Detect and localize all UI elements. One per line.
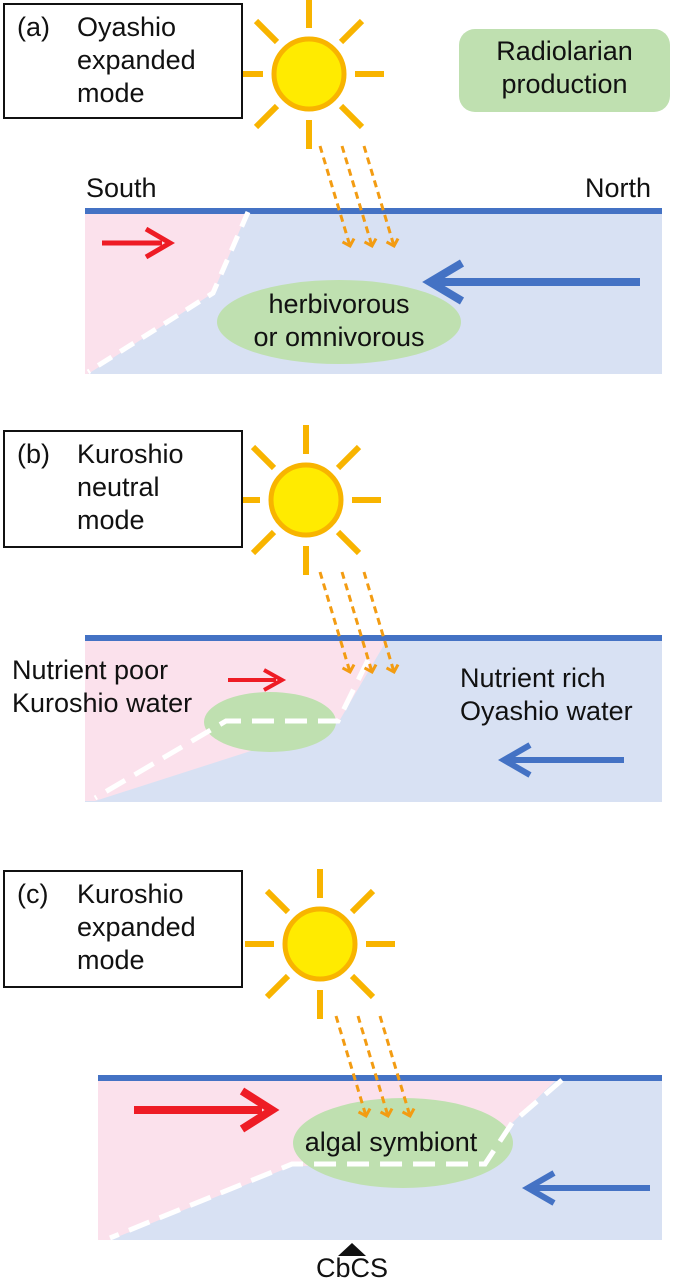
mode-name-line2: expanded xyxy=(77,45,196,75)
legend-line2: production xyxy=(501,69,628,99)
red-current-arrow xyxy=(102,226,175,260)
oyashio-water-line2: Oyashio water xyxy=(460,696,633,726)
mode-name-line2: neutral xyxy=(77,472,160,502)
red-current-arrow xyxy=(228,668,287,692)
mode-box-b: (b) Kuroshio neutral mode xyxy=(3,430,243,548)
triangle-marker-icon xyxy=(338,1243,366,1256)
blue-current-arrow xyxy=(497,742,624,778)
legend-line1: Radiolarian xyxy=(496,36,633,66)
south-label: South xyxy=(86,173,157,203)
site-label: CbCS xyxy=(315,1253,389,1283)
sun-icon xyxy=(234,0,384,149)
oyashio-water-line1: Nutrient rich xyxy=(460,663,606,693)
ellipse-label: algal symbiont xyxy=(304,1127,478,1157)
panel-c xyxy=(98,869,662,1256)
north-label: North xyxy=(585,173,652,203)
panel-a xyxy=(85,0,662,375)
blue-current-arrow xyxy=(521,1170,650,1206)
blue-current-arrow xyxy=(422,259,640,305)
oceanic-front-line xyxy=(109,1078,564,1241)
oceanic-front-line xyxy=(93,658,371,801)
kuroshio-water-area xyxy=(85,211,248,374)
mode-name-line3: mode xyxy=(77,78,145,108)
mode-name-line3: mode xyxy=(77,945,145,975)
kuroshio-water-line2: Kuroshio water xyxy=(12,688,193,718)
oyashio-water-label: Nutrient rich Oyashio water xyxy=(460,662,633,728)
sun-icon xyxy=(231,425,381,575)
mode-box-a: (a) Oyashio expanded mode xyxy=(3,3,243,119)
mode-name-line2: expanded xyxy=(77,912,196,942)
mode-name-line3: mode xyxy=(77,505,145,535)
panel-label: (c) xyxy=(17,879,49,909)
ellipse-text-line2: or omnivorous xyxy=(253,322,425,352)
oceanic-front-line xyxy=(86,211,251,375)
ellipse-label: herbivorous or omnivorous xyxy=(218,288,460,354)
panel-b xyxy=(85,425,662,802)
mode-name-line1: Kuroshio xyxy=(77,439,184,469)
panel-label: (b) xyxy=(17,439,50,469)
mode-box-c: (c) Kuroshio expanded mode xyxy=(3,870,243,988)
sun-icon xyxy=(245,869,395,1019)
red-current-arrow xyxy=(134,1087,280,1133)
kuroshio-water-line1: Nutrient poor xyxy=(12,655,169,685)
ellipse-text-line1: herbivorous xyxy=(268,289,410,319)
production-ellipse xyxy=(217,280,461,364)
mode-name-line1: Kuroshio xyxy=(77,879,184,909)
kuroshio-water-label: Nutrient poor Kuroshio water xyxy=(12,654,192,720)
mode-name-line1: Oyashio xyxy=(77,12,177,42)
legend-radiolarian-production: Radiolarian production xyxy=(459,29,670,112)
panel-label: (a) xyxy=(17,12,50,42)
